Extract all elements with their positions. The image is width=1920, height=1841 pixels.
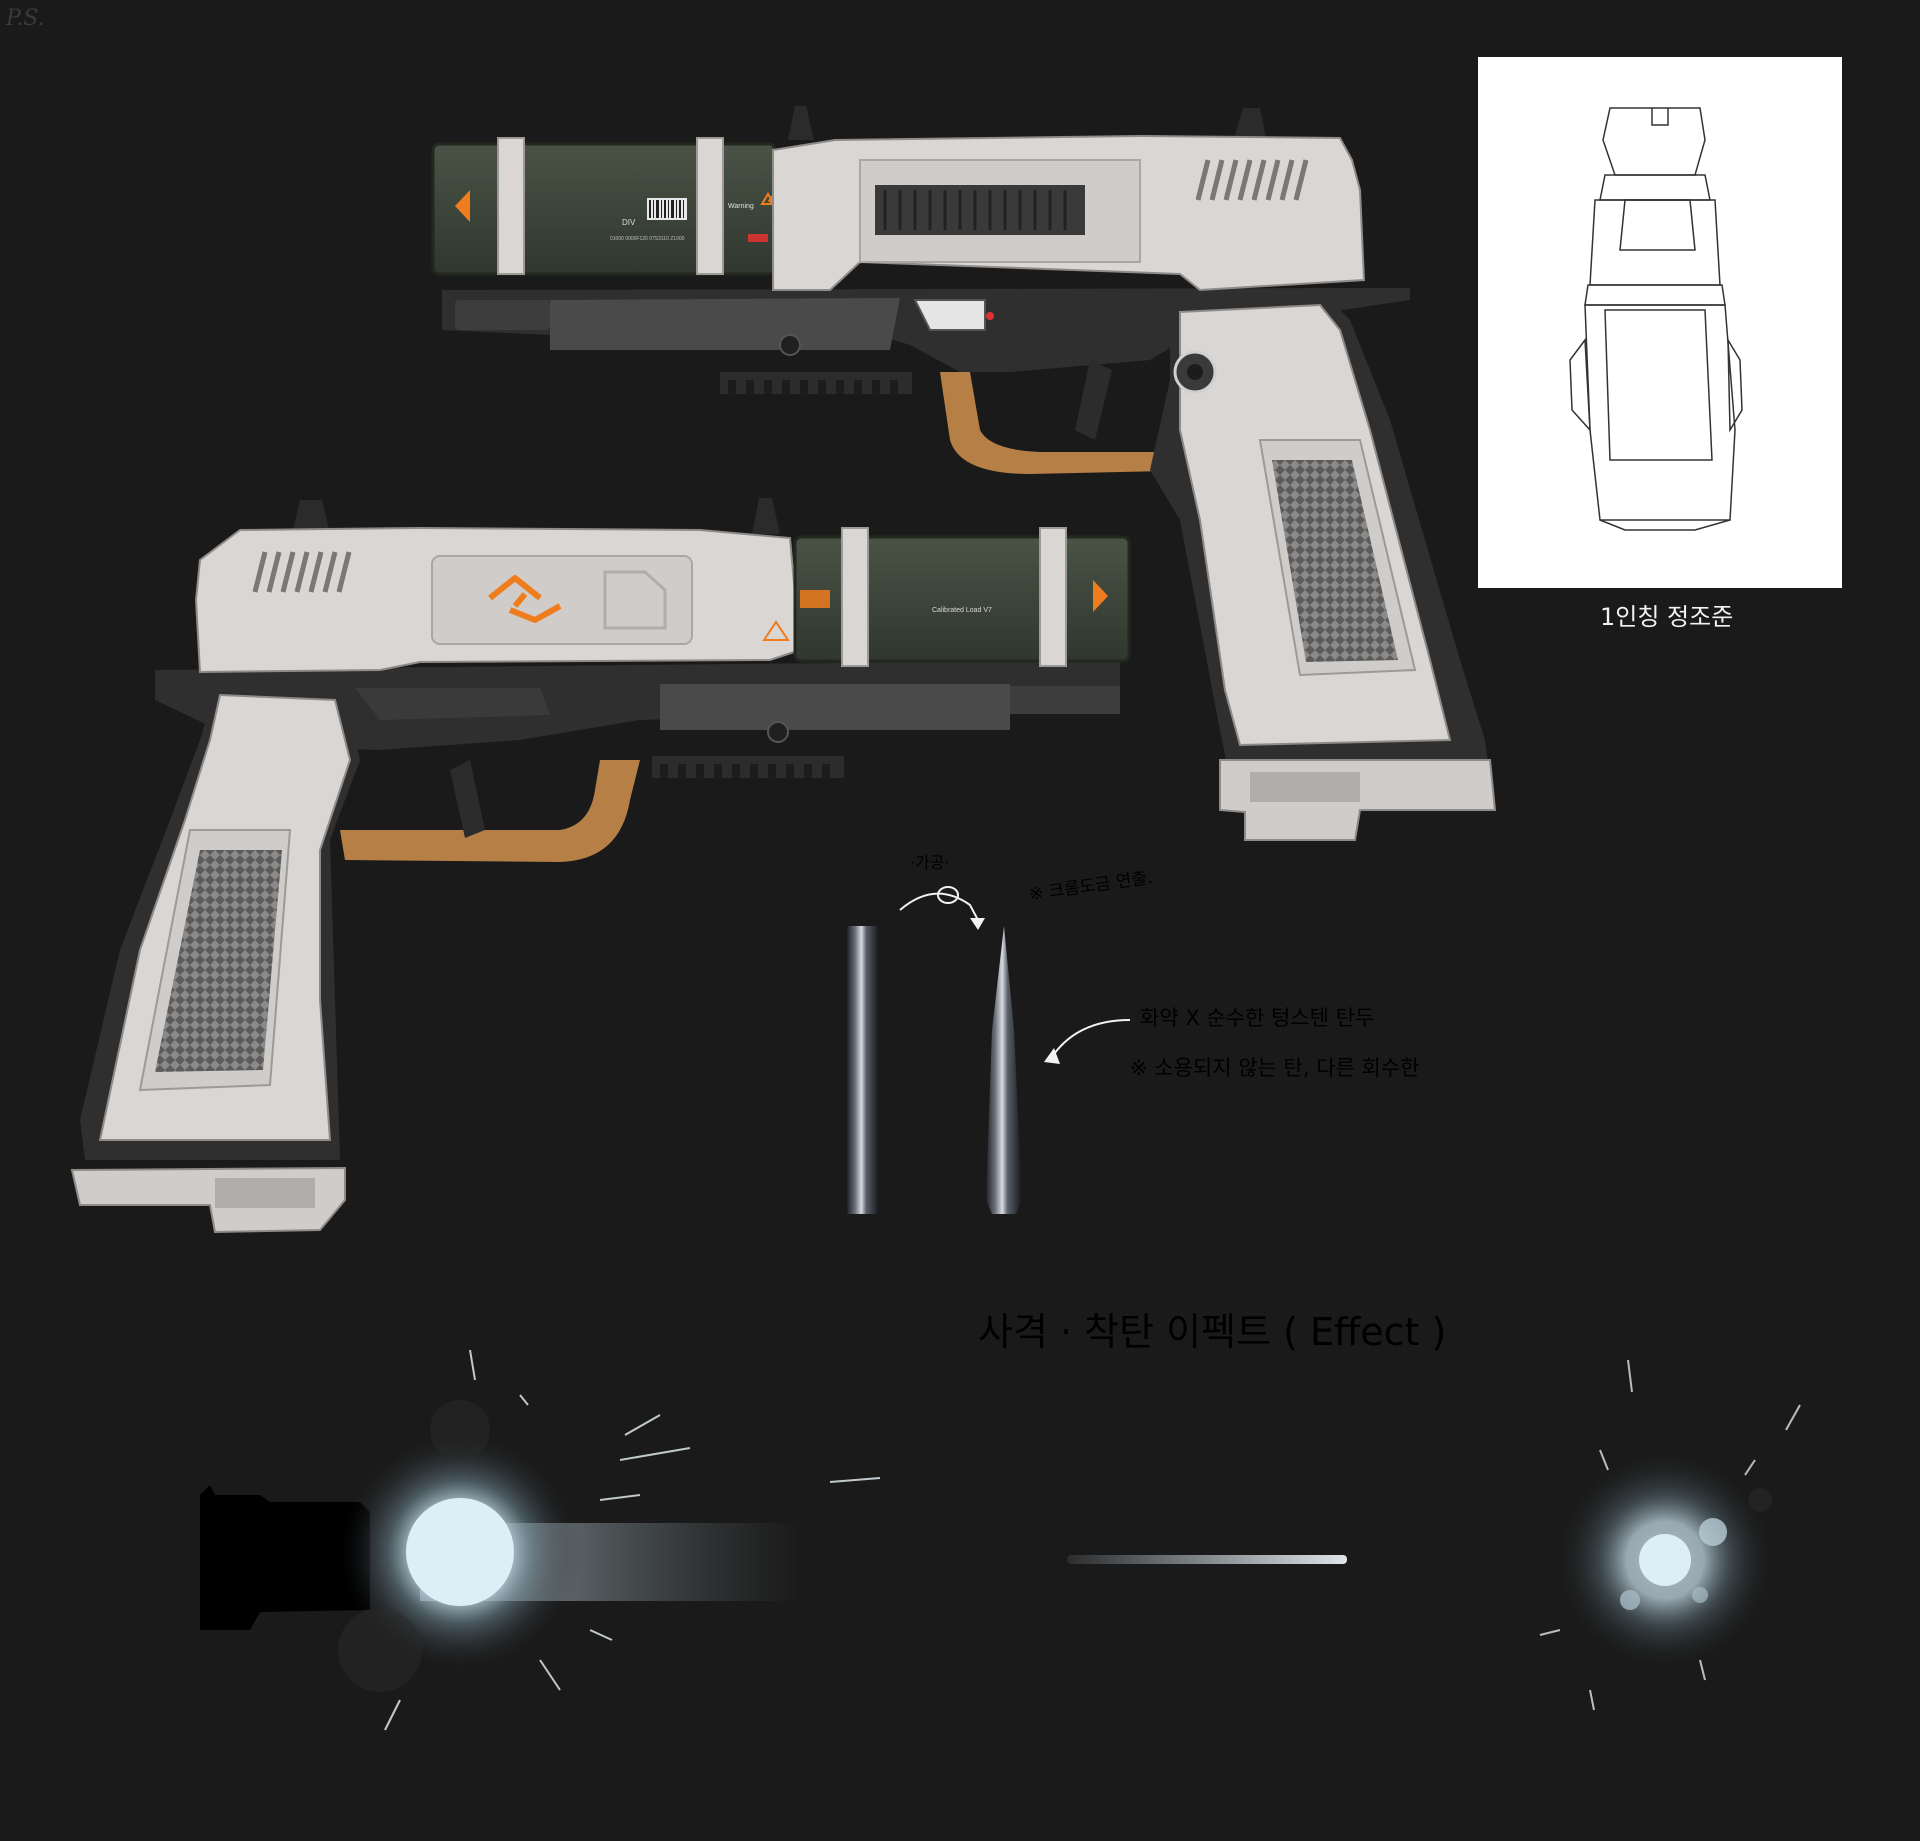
takedown-pin <box>779 334 801 356</box>
chrome-note: ※ 크롬도금 연출. <box>1028 868 1154 905</box>
arrow-left-icon <box>455 190 470 222</box>
trigger-2 <box>450 760 485 838</box>
front-view-caption: 1인칭 정조준 <box>1600 603 1733 631</box>
magazine-label: Calibrated Load V7 <box>932 607 992 614</box>
front-sight <box>788 106 814 140</box>
warning-label: Warning <box>728 203 754 210</box>
muzzle-flash-effect <box>200 1349 881 1731</box>
rod-stock <box>847 926 879 1214</box>
effect-title: 사격 · 착탄 이펙트 ( Effect ) <box>978 1310 1446 1354</box>
artist-signature: P.S. <box>6 6 45 31</box>
impact-spark-effect <box>1539 1359 1801 1711</box>
pistol-left-side: Calibrated Load V7 <box>70 498 1131 1234</box>
barcode-icon-2 <box>800 590 830 608</box>
status-strip <box>748 234 768 242</box>
trigger-guard <box>915 372 1215 474</box>
pistol-right-side: DIV 01000 0000F120 07S3110 Z1000 Warning <box>431 106 1497 841</box>
arrow-right-icon <box>1093 580 1108 612</box>
slide-vent <box>875 185 1085 235</box>
bullet-note-1: 화약 X 순수한 텅스텐 탄두 <box>1140 1006 1374 1030</box>
barcode-icon <box>647 198 687 220</box>
ejection-port-outline <box>603 570 667 630</box>
mag-clamp-rear <box>497 137 525 275</box>
rear-sight-2 <box>292 500 330 534</box>
bullet-note-2: ※ 소용되지 않는 탄, 다른 회수한 <box>1130 1056 1420 1080</box>
tungsten-round <box>986 926 1022 1214</box>
trigger <box>1075 360 1112 440</box>
grip-texture-2 <box>155 850 282 1072</box>
lower-frame-2 <box>155 660 1120 750</box>
rear-sight <box>1234 108 1266 138</box>
muzzle-block-2 <box>1010 686 1120 714</box>
front-view-sketch <box>1478 57 1842 588</box>
mag-clamp-front <box>696 137 724 275</box>
mag-clamp-a <box>841 527 869 667</box>
barcode-caption: DIV <box>622 218 636 227</box>
safety-lever <box>913 299 986 331</box>
mag-clamp-b <box>1039 527 1067 667</box>
bullet-tracer <box>1067 1555 1347 1564</box>
rear-serrations-2 <box>252 551 352 593</box>
front-sight-2 <box>752 498 780 534</box>
muzzle-block <box>455 300 550 330</box>
dust-cover-2 <box>660 684 1010 730</box>
dust-cover <box>550 298 900 350</box>
warning-triangle-icon-2 <box>762 620 790 641</box>
serial-code: 01000 0000F120 07S3110 Z1000 <box>610 236 685 242</box>
takedown-pin-2 <box>767 721 789 743</box>
slide-plate <box>431 555 693 645</box>
safety-indicator <box>986 312 994 320</box>
process-arrowhead <box>970 918 985 930</box>
processing-note: ·가공· <box>910 853 950 872</box>
trigger-guard-2 <box>340 760 640 862</box>
slide-release <box>355 688 550 720</box>
rear-serrations <box>1195 159 1309 201</box>
grip-texture <box>1272 460 1398 662</box>
brand-logo-icon <box>488 575 562 623</box>
note-arrow <box>1049 1019 1131 1061</box>
